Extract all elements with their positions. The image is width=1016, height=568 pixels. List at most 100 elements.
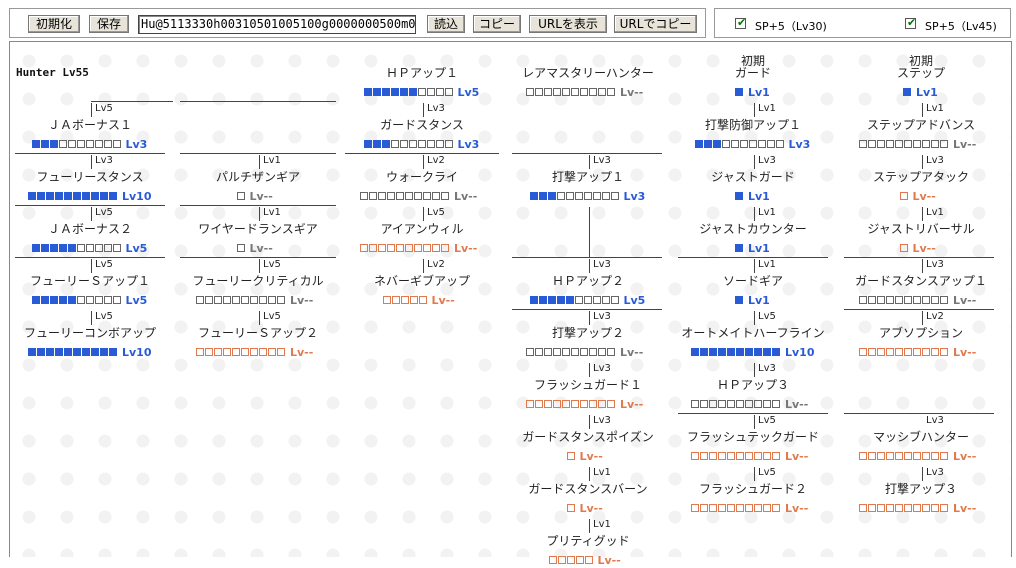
level-box-filled[interactable] <box>718 348 726 356</box>
level-box-empty[interactable] <box>607 88 615 96</box>
level-box-empty[interactable] <box>758 140 766 148</box>
level-box-empty[interactable] <box>691 504 699 512</box>
level-box-empty[interactable] <box>904 296 912 304</box>
level-box-empty[interactable] <box>405 192 413 200</box>
level-box-empty[interactable] <box>77 296 85 304</box>
level-box-filled[interactable] <box>695 140 703 148</box>
level-box-empty[interactable] <box>727 452 735 460</box>
level-box-empty[interactable] <box>940 140 948 148</box>
level-box-empty[interactable] <box>259 348 267 356</box>
level-box-filled[interactable] <box>539 296 547 304</box>
level-box-filled[interactable] <box>691 348 699 356</box>
level-box-empty[interactable] <box>931 348 939 356</box>
level-box-filled[interactable] <box>727 348 735 356</box>
level-box-empty[interactable] <box>268 348 276 356</box>
level-box-empty[interactable] <box>922 140 930 148</box>
level-box-empty[interactable] <box>718 452 726 460</box>
level-box-empty[interactable] <box>562 400 570 408</box>
level-box-filled[interactable] <box>68 296 76 304</box>
level-box-empty[interactable] <box>104 140 112 148</box>
level-box-empty[interactable] <box>931 296 939 304</box>
level-box-filled[interactable] <box>382 140 390 148</box>
level-box-filled[interactable] <box>373 88 381 96</box>
level-box-empty[interactable] <box>745 504 753 512</box>
level-box-empty[interactable] <box>763 452 771 460</box>
level-box-empty[interactable] <box>859 140 867 148</box>
level-box-empty[interactable] <box>922 348 930 356</box>
level-box-filled[interactable] <box>32 296 40 304</box>
level-box-empty[interactable] <box>237 192 245 200</box>
level-box-empty[interactable] <box>877 140 885 148</box>
level-box-filled[interactable] <box>735 88 743 96</box>
level-box-filled[interactable] <box>735 244 743 252</box>
level-box-empty[interactable] <box>940 296 948 304</box>
level-box-filled[interactable] <box>745 348 753 356</box>
level-box-empty[interactable] <box>268 296 276 304</box>
level-box-empty[interactable] <box>940 452 948 460</box>
level-box-empty[interactable] <box>886 296 894 304</box>
level-box-empty[interactable] <box>589 400 597 408</box>
skill-level-bar[interactable]: Lv-- <box>900 237 936 250</box>
skill-level-bar[interactable]: Lv10 <box>28 341 152 354</box>
level-box-empty[interactable] <box>718 504 726 512</box>
skill-level-bar[interactable]: Lv1 <box>735 81 770 94</box>
level-box-empty[interactable] <box>409 140 417 148</box>
level-box-empty[interactable] <box>259 296 267 304</box>
level-box-filled[interactable] <box>409 88 417 96</box>
level-box-empty[interactable] <box>401 296 409 304</box>
level-box-empty[interactable] <box>113 244 121 252</box>
level-box-filled[interactable] <box>28 348 36 356</box>
level-box-empty[interactable] <box>718 400 726 408</box>
level-box-empty[interactable] <box>562 88 570 96</box>
level-box-empty[interactable] <box>740 140 748 148</box>
level-box-empty[interactable] <box>772 504 780 512</box>
level-box-empty[interactable] <box>95 244 103 252</box>
level-box-empty[interactable] <box>419 296 427 304</box>
level-box-filled[interactable] <box>735 192 743 200</box>
level-box-filled[interactable] <box>700 348 708 356</box>
level-box-empty[interactable] <box>68 140 76 148</box>
level-box-empty[interactable] <box>369 192 377 200</box>
level-box-empty[interactable] <box>731 140 739 148</box>
level-box-empty[interactable] <box>378 192 386 200</box>
level-box-empty[interactable] <box>691 400 699 408</box>
level-box-empty[interactable] <box>575 192 583 200</box>
level-box-empty[interactable] <box>886 140 894 148</box>
skill-level-bar[interactable]: Lv-- <box>526 341 643 354</box>
level-box-empty[interactable] <box>611 296 619 304</box>
level-box-empty[interactable] <box>400 140 408 148</box>
level-box-empty[interactable] <box>736 504 744 512</box>
level-box-empty[interactable] <box>868 348 876 356</box>
level-box-empty[interactable] <box>396 192 404 200</box>
level-box-filled[interactable] <box>530 192 538 200</box>
level-box-empty[interactable] <box>414 192 422 200</box>
level-box-empty[interactable] <box>387 192 395 200</box>
level-box-empty[interactable] <box>754 452 762 460</box>
level-box-empty[interactable] <box>593 192 601 200</box>
level-box-filled[interactable] <box>32 140 40 148</box>
skill-level-bar[interactable]: Lv-- <box>859 289 976 302</box>
level-box-filled[interactable] <box>59 296 67 304</box>
level-box-empty[interactable] <box>410 296 418 304</box>
level-box-empty[interactable] <box>566 192 574 200</box>
level-box-filled[interactable] <box>391 88 399 96</box>
level-box-empty[interactable] <box>886 452 894 460</box>
level-box-empty[interactable] <box>763 504 771 512</box>
level-box-empty[interactable] <box>232 348 240 356</box>
level-box-empty[interactable] <box>104 244 112 252</box>
level-box-empty[interactable] <box>904 504 912 512</box>
level-box-filled[interactable] <box>754 348 762 356</box>
level-box-empty[interactable] <box>557 192 565 200</box>
level-box-empty[interactable] <box>580 88 588 96</box>
level-box-empty[interactable] <box>392 296 400 304</box>
level-box-empty[interactable] <box>396 244 404 252</box>
level-box-empty[interactable] <box>95 140 103 148</box>
level-box-filled[interactable] <box>400 88 408 96</box>
level-box-empty[interactable] <box>886 348 894 356</box>
level-box-empty[interactable] <box>895 452 903 460</box>
level-box-filled[interactable] <box>73 348 81 356</box>
level-box-empty[interactable] <box>241 296 249 304</box>
level-box-filled[interactable] <box>91 192 99 200</box>
skill-level-bar[interactable]: Lv-- <box>526 393 643 406</box>
skill-level-bar[interactable]: Lv-- <box>196 341 313 354</box>
